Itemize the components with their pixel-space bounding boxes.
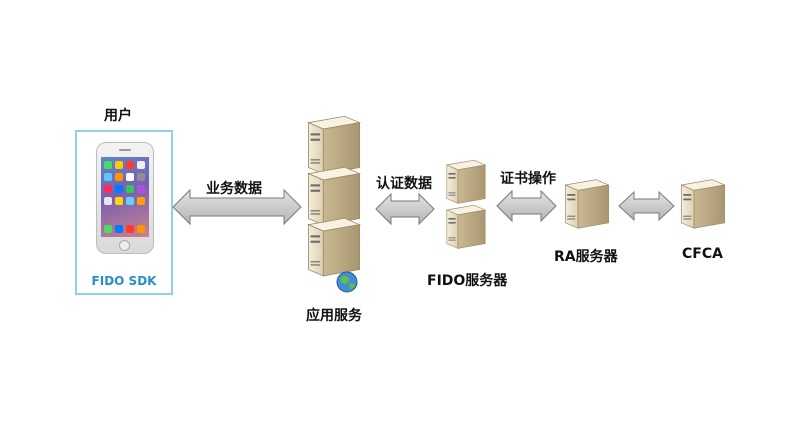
ra-server-label: RA服务器 bbox=[554, 249, 618, 265]
phone-icon bbox=[96, 142, 154, 254]
globe-icon bbox=[336, 271, 358, 293]
app-service-label: 应用服务 bbox=[306, 308, 362, 324]
phone-home-button bbox=[119, 240, 130, 251]
server-icon bbox=[564, 179, 610, 229]
edge-label-user-app: 业务数据 bbox=[206, 181, 262, 197]
user-box: FIDO SDK bbox=[75, 130, 173, 295]
server-icon bbox=[307, 115, 361, 175]
server-icon bbox=[307, 217, 361, 277]
phone-speaker bbox=[119, 149, 131, 151]
fido-sdk-label: FIDO SDK bbox=[91, 274, 157, 288]
phone-screen bbox=[101, 157, 149, 237]
arrow-fido-ra bbox=[496, 189, 557, 223]
arrow-app-fido bbox=[375, 192, 435, 226]
edge-label-fido-ra: 证书操作 bbox=[500, 171, 556, 187]
arrow-ra-cfca bbox=[618, 190, 675, 222]
cfca-label: CFCA bbox=[682, 246, 723, 262]
server-icon bbox=[680, 179, 726, 229]
arrow-user-app bbox=[172, 188, 302, 226]
fido-server-label: FIDO服务器 bbox=[427, 273, 508, 289]
server-icon bbox=[446, 204, 486, 249]
server-icon bbox=[446, 159, 486, 204]
server-icon bbox=[307, 166, 361, 226]
edge-label-app-fido: 认证数据 bbox=[376, 176, 432, 192]
user-title: 用户 bbox=[104, 108, 132, 124]
